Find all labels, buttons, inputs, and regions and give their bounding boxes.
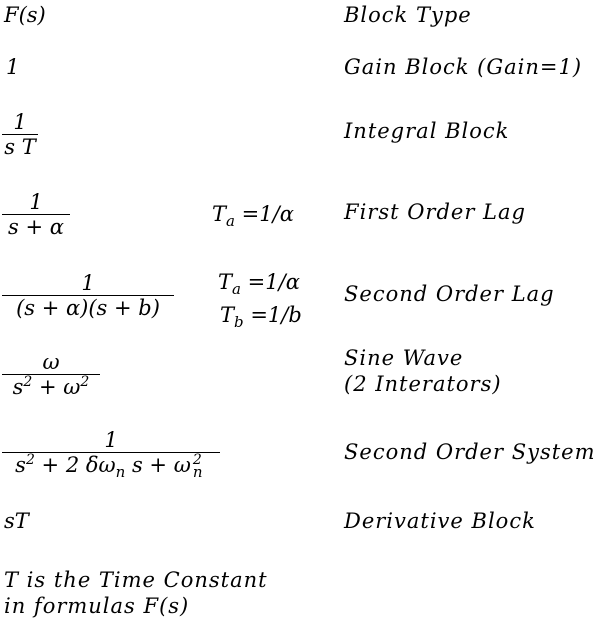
block-type-sine-wave-line1: Sine Wave	[344, 346, 464, 370]
numerator: ω	[42, 350, 60, 374]
denominator: s2 + ω2	[12, 374, 90, 399]
time-constant-a: Ta =1/α	[218, 270, 300, 298]
block-type-derivative: Derivative Block	[344, 509, 536, 533]
numerator: 1	[13, 110, 27, 134]
block-type-second-order-system: Second Order System	[344, 440, 596, 464]
fraction-bar	[2, 214, 70, 215]
denominator: s + α	[8, 215, 64, 239]
fraction-bar	[2, 374, 100, 375]
fraction-bar	[2, 452, 220, 453]
block-type-sine-wave-line2: (2 Interators)	[344, 372, 502, 396]
fraction-bar	[2, 295, 174, 296]
denominator: (s + α)(s + b)	[16, 296, 160, 320]
formula-first-order-lag: 1 s + α	[2, 190, 70, 239]
numerator: 1	[29, 190, 43, 214]
formula-gain: 1	[6, 55, 20, 79]
formula-integral: 1 s T	[2, 110, 38, 159]
formula-second-order-lag: 1 (s + α)(s + b)	[2, 271, 174, 320]
time-constant-first-order: Ta =1/α	[212, 202, 294, 230]
block-type-first-order-lag: First Order Lag	[344, 200, 526, 224]
column-header-formula: F(s)	[4, 3, 46, 27]
block-type-integral-label: Integral Block	[344, 119, 510, 143]
time-constant-b: Tb =1/b	[220, 303, 302, 331]
fraction-bar	[2, 134, 38, 135]
column-header-block-type: Block Type	[344, 3, 472, 27]
note-line2: in formulas F(s)	[4, 594, 190, 618]
formula-derivative: sT	[4, 509, 29, 533]
block-type-gain: Gain Block (Gain=1)	[344, 55, 583, 79]
block-type-second-order-lag: Second Order Lag	[344, 282, 555, 306]
numerator: 1	[104, 428, 118, 452]
denominator: s T	[4, 135, 36, 159]
formula-sine-wave: ω s2 + ω2	[2, 350, 100, 399]
numerator: 1	[81, 271, 95, 295]
note-line1: T is the Time Constant	[4, 568, 268, 592]
